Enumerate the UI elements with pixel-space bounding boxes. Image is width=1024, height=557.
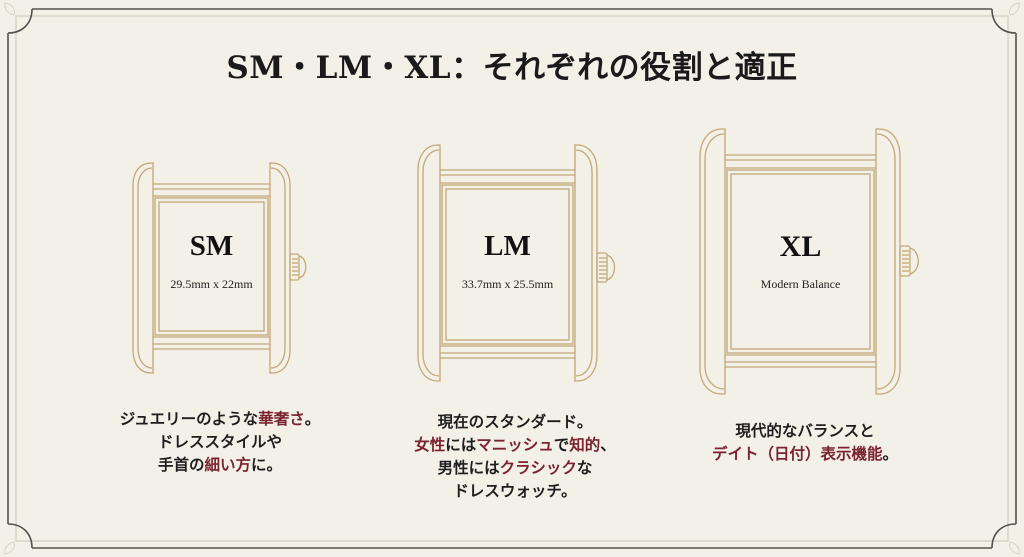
description-text: ドレススタイルや [157, 433, 282, 451]
description-text: ジュエリーのような [119, 410, 259, 428]
watch-dimensions: 33.7mm x 25.5mm [461, 277, 554, 291]
highlighted-text: 華奢さ [258, 410, 305, 428]
watch-size-label: SM [189, 230, 234, 262]
description-text: な [576, 459, 593, 477]
highlighted-text: クラシック [499, 459, 577, 477]
watch-description-sm: ジュエリーのような華奢さ。ドレススタイルや手首の細い方に。 [70, 408, 370, 477]
description-text: 現代的なバランスと [735, 422, 875, 440]
description-text: 手首の [157, 456, 205, 474]
watch-size-label: XL [779, 230, 822, 263]
description-text: ドレスウォッチ。 [453, 482, 577, 500]
description-text: 現在のスタンダード。 [437, 413, 593, 431]
highlighted-text: 細い方 [204, 456, 251, 474]
watch-subtitle: Modern Balance [760, 277, 841, 291]
description-text: に。 [251, 456, 283, 474]
description-line: 男性にはクラシックな [365, 457, 665, 480]
description-line: 現代的なバランスと [655, 420, 955, 443]
description-line: 手首の細い方に。 [70, 454, 370, 477]
highlighted-text: 知的 [569, 436, 601, 454]
description-text: には [445, 436, 477, 454]
watch-dimensions: 29.5mm x 22mm [170, 277, 253, 291]
description-line: ドレスウォッチ。 [365, 480, 665, 503]
highlighted-text: デイト（日付）表示機能 [711, 445, 883, 463]
watch-description-xl: 現代的なバランスとデイト（日付）表示機能。 [655, 420, 955, 466]
description-text: 男性には [437, 459, 500, 477]
description-text: 。 [882, 445, 899, 463]
description-line: デイト（日付）表示機能。 [655, 443, 955, 466]
description-line: 女性にはマニッシュで知的、 [365, 434, 665, 457]
description-text: 、 [600, 436, 616, 454]
description-text: で [553, 436, 570, 454]
highlighted-text: 女性 [414, 436, 446, 454]
highlighted-text: マニッシュ [476, 436, 554, 454]
watch-size-label: LM [484, 230, 531, 262]
description-line: ドレススタイルや [70, 431, 370, 454]
description-text: 。 [304, 410, 321, 428]
watch-description-lm: 現在のスタンダード。女性にはマニッシュで知的、男性にはクラシックなドレスウォッチ… [365, 411, 665, 503]
description-line: 現在のスタンダード。 [365, 411, 665, 434]
page-title: SM・LM・XL：それぞれの役割と適正 [226, 50, 798, 86]
description-line: ジュエリーのような華奢さ。 [70, 408, 370, 431]
